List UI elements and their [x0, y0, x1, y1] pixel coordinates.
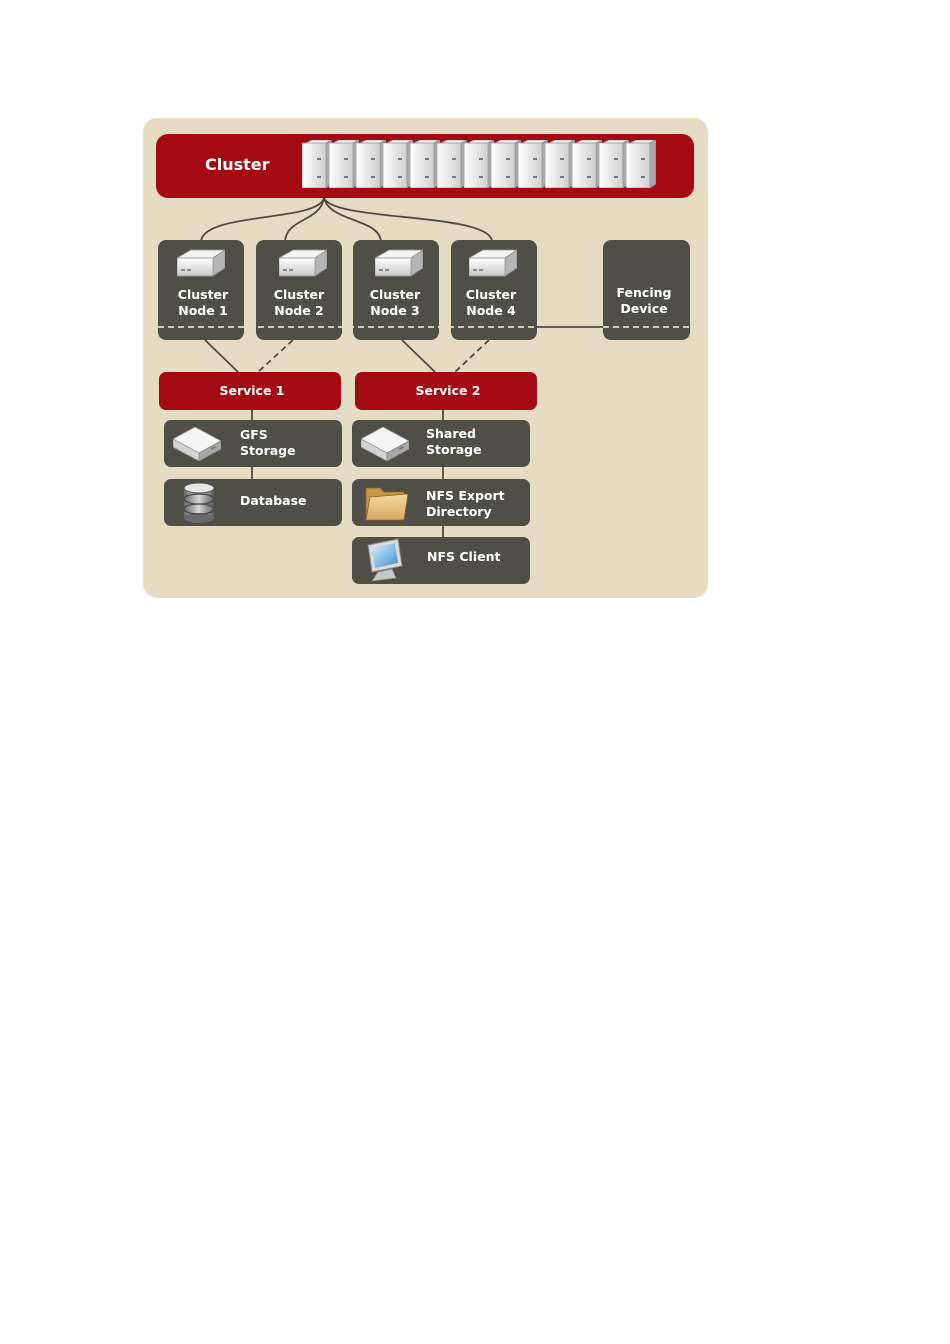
node-3-label: Cluster Node 3: [369, 287, 421, 318]
fencing-device-box: [603, 240, 690, 340]
service-2-box: [355, 372, 537, 410]
service-1-label: Service 1: [219, 383, 285, 398]
server-tower-icon: [437, 140, 467, 188]
server-tower-icon: [410, 140, 440, 188]
shared-storage-label: Shared Storage: [426, 426, 482, 457]
cluster-node-1: [158, 240, 244, 340]
server-icon: [177, 249, 225, 277]
monitor-icon: [367, 538, 403, 582]
service-1-box: [159, 372, 341, 410]
nfs-export-box: [352, 479, 530, 526]
shared-storage-box: [352, 420, 530, 467]
database-icon: [183, 482, 215, 523]
server-tower-icon: [572, 140, 602, 188]
server-tower-icon: [302, 140, 332, 188]
server-icon: [375, 249, 423, 277]
server-tower-icon: [356, 140, 386, 188]
folder-icon: [365, 487, 409, 521]
database-box: [164, 479, 342, 526]
server-tower-icon: [491, 140, 521, 188]
server-icon: [469, 249, 517, 277]
server-tower-icon: [599, 140, 629, 188]
server-tower-icon: [626, 140, 656, 188]
gfs-storage-box: [164, 420, 342, 467]
server-rack-icons: [302, 140, 656, 188]
fencing-device-label: Fencing Device: [616, 285, 672, 316]
diagram-background: [143, 118, 708, 598]
cluster-title: Cluster: [205, 155, 270, 174]
connection-lines: [200, 197, 605, 537]
gfs-storage-label: GFS Storage: [240, 427, 296, 458]
server-tower-icon: [329, 140, 359, 188]
node-4-label: Cluster Node 4: [465, 287, 517, 318]
database-label: Database: [240, 493, 307, 508]
server-icon: [279, 249, 327, 277]
server-tower-icon: [383, 140, 413, 188]
nfs-export-label: NFS Export Directory: [426, 488, 505, 519]
cluster-node-2: [256, 240, 342, 340]
node-2-label: Cluster Node 2: [273, 287, 325, 318]
server-tower-icon: [464, 140, 494, 188]
service-2-label: Service 2: [415, 383, 481, 398]
node-1-label: Cluster Node 1: [177, 287, 229, 318]
server-tower-icon: [518, 140, 548, 188]
cluster-node-3: [353, 240, 439, 340]
nfs-client-label: NFS Client: [427, 549, 501, 564]
nfs-client-box: [352, 537, 530, 584]
cluster-node-4: [451, 240, 537, 340]
server-tower-icon: [545, 140, 575, 188]
